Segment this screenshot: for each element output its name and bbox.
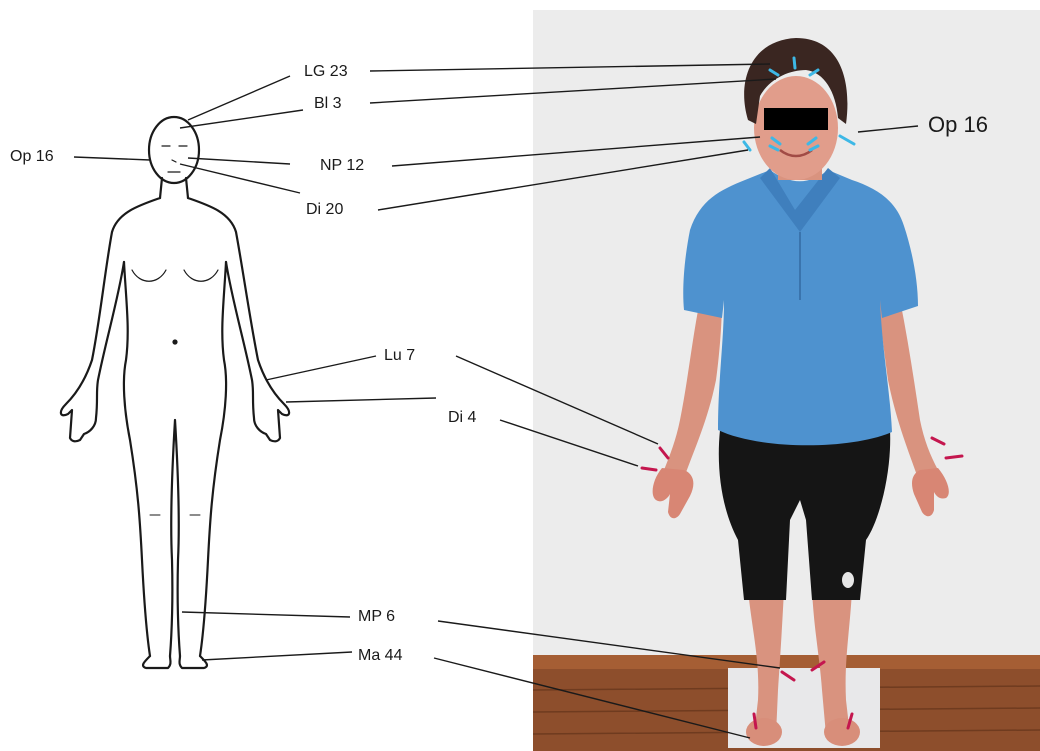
leader-op16-left (74, 157, 150, 160)
figure-outline-drawing (61, 117, 289, 668)
figure-breasts (132, 270, 218, 281)
label-np12: NP 12 (320, 156, 364, 176)
leader-np12-left (188, 158, 290, 164)
figure-left-arm (61, 198, 160, 441)
needle-di4-left (642, 468, 656, 470)
label-lu7: Lu 7 (384, 346, 415, 366)
photo-left-foot (746, 718, 782, 746)
photo-baseboard (533, 655, 1040, 669)
label-di20: Di 20 (306, 200, 343, 220)
figure-right-arm (188, 198, 289, 441)
label-mp6: MP 6 (358, 607, 395, 627)
leader-di4-left (286, 398, 436, 402)
figure-feet (143, 656, 207, 668)
label-di4: Di 4 (448, 408, 476, 428)
label-ma44: Ma 44 (358, 646, 402, 666)
label-op16-right: Op 16 (928, 112, 988, 138)
leader-ma44-left (202, 652, 352, 660)
figure-torso-right-side (200, 262, 226, 656)
figure-navel (174, 341, 177, 344)
photo-eye-censor-bar (764, 108, 828, 130)
leader-bl3-left (180, 110, 303, 128)
needle-lg23-top (794, 58, 795, 68)
label-op16-left: Op 16 (10, 147, 54, 167)
photo-right-foot (824, 718, 860, 746)
leader-di20-left (180, 164, 300, 193)
figure-inner-legs (170, 420, 180, 656)
figure-torso-left-side (124, 262, 150, 656)
needle-di4-right (946, 456, 962, 458)
leader-lu7-left (266, 356, 376, 380)
photo-leggings-knee-reflection (842, 572, 854, 588)
leader-mp6-left (182, 612, 350, 617)
label-lg23: LG 23 (304, 62, 348, 82)
leader-lg23-left (188, 76, 290, 120)
needle-ma44-left (754, 714, 756, 728)
label-bl3: Bl 3 (314, 94, 342, 114)
